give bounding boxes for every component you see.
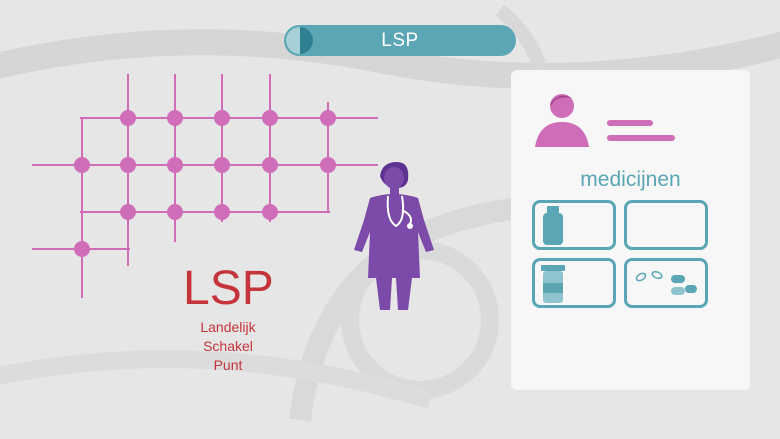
lsp-word-2: Schakel — [203, 338, 253, 354]
lsp-expansion: Landelijk Schakel Punt — [178, 318, 278, 375]
lsp-word-1: Landelijk — [200, 319, 256, 335]
lsp-acronym: LSP — [183, 262, 274, 315]
header-pill: LSP — [284, 25, 516, 56]
medicine-slot-pills — [624, 258, 708, 308]
medicine-slot-bottle — [532, 200, 616, 250]
patient-panel: medicijnen — [511, 70, 750, 390]
header-title: LSP — [381, 29, 419, 51]
patient-icon — [535, 94, 589, 147]
medicine-slot-jar — [532, 258, 616, 308]
medicines-title: medicijnen — [580, 168, 681, 191]
pill-jar-icon — [541, 265, 565, 303]
patient-detail-line-1 — [607, 120, 653, 126]
network-grid-graphic — [32, 74, 378, 298]
pills-icon — [635, 270, 697, 295]
lsp-word-3: Punt — [213, 357, 243, 373]
medicine-bottle-icon — [543, 206, 563, 245]
medicine-slot-empty — [624, 200, 708, 250]
patient-detail-line-2 — [607, 135, 675, 141]
doctor-icon — [354, 162, 434, 310]
toggle-knob-icon — [286, 27, 313, 54]
